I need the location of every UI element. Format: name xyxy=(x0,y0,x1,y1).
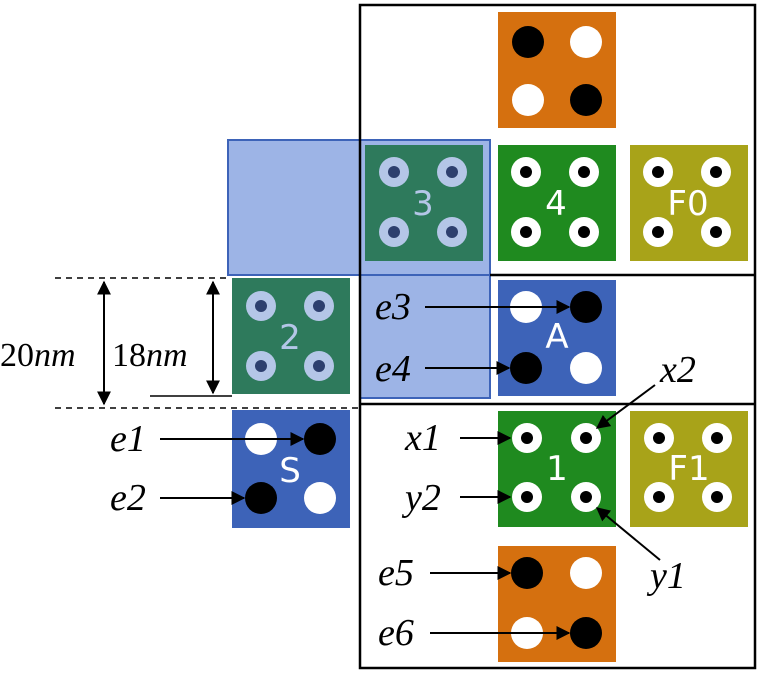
dot-center xyxy=(653,432,665,444)
dot-center xyxy=(652,166,664,178)
dot-filled xyxy=(245,482,277,514)
dot-center xyxy=(580,491,592,503)
cell-a: A xyxy=(498,280,616,396)
cell-f1: F1 xyxy=(630,411,748,527)
cell-a-label: A xyxy=(545,317,568,357)
cell-s-label: S xyxy=(279,451,301,491)
label-y2: y2 xyxy=(401,477,441,519)
dot-filled xyxy=(570,617,602,649)
overlay-top-left xyxy=(227,139,361,276)
dot-center xyxy=(521,491,533,503)
cell-orange-bottom xyxy=(498,546,616,662)
dot-center xyxy=(578,226,590,238)
dim-18nm-label: 18nm xyxy=(112,337,188,374)
cell-f1-label: F1 xyxy=(668,449,709,489)
dot-filled xyxy=(304,423,336,455)
dot-filled xyxy=(510,352,542,384)
dot-pale-center xyxy=(255,360,267,372)
dim-20nm-unit: nm xyxy=(34,337,76,374)
dot-center xyxy=(710,166,722,178)
arrow-y1 xyxy=(595,507,661,561)
dot-filled xyxy=(570,291,602,323)
cell-orange-top-square xyxy=(498,12,616,128)
cell-1: 1 xyxy=(498,411,616,527)
dot-pale-center xyxy=(388,166,400,178)
label-e4: e4 xyxy=(375,348,411,390)
label-x1: x1 xyxy=(404,417,441,459)
dim-20nm-value: 20 xyxy=(0,337,34,374)
arrow-x2 xyxy=(595,384,656,429)
dot-center xyxy=(711,432,723,444)
cell-orange-top xyxy=(498,12,616,128)
cell-3-label: 3 xyxy=(412,184,434,224)
cell-2-label: 2 xyxy=(279,318,301,358)
dot-pale-center xyxy=(313,360,325,372)
dim-18nm-unit: nm xyxy=(146,337,188,374)
label-e5: e5 xyxy=(378,552,414,594)
dot-pale-center xyxy=(313,300,325,312)
cell-1-label: 1 xyxy=(546,449,568,489)
cell-3: 3 xyxy=(365,145,483,261)
cell-4-label: 4 xyxy=(545,184,567,224)
dot-pale-center xyxy=(446,166,458,178)
dot-pale-center xyxy=(255,300,267,312)
cell-f0: F0 xyxy=(630,145,748,261)
cell-2: 2 xyxy=(232,278,350,394)
dot-empty xyxy=(512,84,544,116)
dot-filled xyxy=(570,84,602,116)
dot-center xyxy=(711,491,723,503)
dot-center xyxy=(580,432,592,444)
zone-border xyxy=(358,3,757,670)
dot-filled xyxy=(512,26,544,58)
dot-empty xyxy=(570,26,602,58)
cell-4: 4 xyxy=(498,145,616,261)
dot-center xyxy=(521,432,533,444)
overlay-middle xyxy=(359,274,491,399)
dot-center xyxy=(653,491,665,503)
dim-20nm-label: 20nm xyxy=(0,337,76,374)
dot-empty xyxy=(304,482,336,514)
dim-18nm-value: 18 xyxy=(112,337,146,374)
dot-center xyxy=(520,166,532,178)
dot-pale-center xyxy=(446,226,458,238)
dot-center xyxy=(520,226,532,238)
label-e2: e2 xyxy=(110,477,146,519)
cell-f0-label: F0 xyxy=(667,184,708,224)
dot-center xyxy=(710,226,722,238)
dot-empty xyxy=(570,557,602,589)
label-x2: x2 xyxy=(659,349,696,391)
dot-center xyxy=(652,226,664,238)
label-e1: e1 xyxy=(110,418,146,460)
dot-pale-center xyxy=(388,226,400,238)
dot-center xyxy=(578,166,590,178)
cell-s: S xyxy=(232,410,350,528)
dot-filled xyxy=(511,557,543,589)
label-e6: e6 xyxy=(378,612,414,654)
label-y1: y1 xyxy=(646,555,686,597)
dot-empty xyxy=(570,352,602,384)
label-e3: e3 xyxy=(375,286,411,328)
